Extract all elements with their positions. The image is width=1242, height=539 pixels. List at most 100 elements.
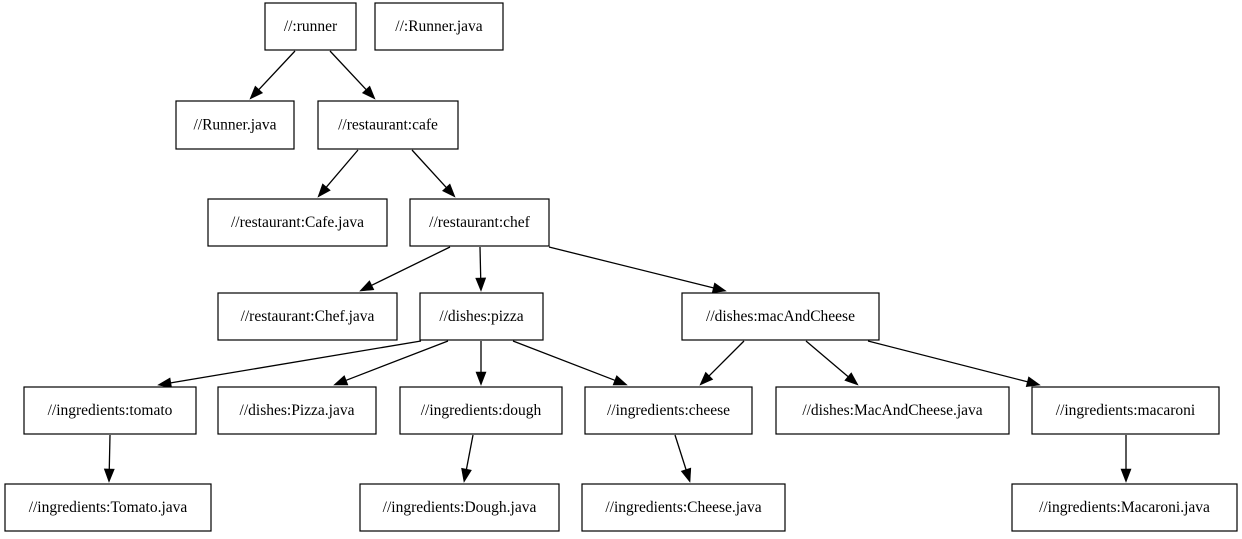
node-box[interactable] — [374, 2, 504, 51]
node-box[interactable] — [175, 100, 295, 150]
edge-dishes_pizza-to-ingredients_cheese — [512, 340, 628, 386]
graph-node-ingredients_tomato_java[interactable]: //ingredients:Tomato.java — [4, 483, 212, 532]
arrowhead-icon — [103, 468, 115, 483]
graph-node-dishes_macandcheese_java[interactable]: //dishes:MacAndCheese.java — [775, 386, 1010, 435]
edge-ingredients_cheese-to-ingredients_cheese_java — [674, 434, 692, 483]
graph-node-ingredients_dough[interactable]: //ingredients:dough — [399, 386, 563, 435]
edge-line — [867, 340, 1028, 383]
arrowhead-icon — [699, 371, 714, 386]
node-box[interactable] — [775, 386, 1010, 435]
graph-node-restaurant_cafe_java[interactable]: //restaurant:Cafe.java — [207, 198, 388, 247]
graph-node-root_runner_java[interactable]: //:Runner.java — [374, 2, 504, 51]
edge-runner-to-runner_java — [249, 50, 296, 100]
node-box[interactable] — [1031, 386, 1220, 435]
edge-line — [512, 340, 616, 381]
node-label: //:Runner.java — [395, 18, 483, 35]
node-label: //restaurant:cafe — [338, 117, 438, 134]
graph-node-restaurant_chef_java[interactable]: //restaurant:Chef.java — [217, 292, 398, 341]
edge-restaurant_cafe-to-restaurant_cafe_java — [317, 149, 359, 198]
arrowhead-icon — [359, 280, 375, 292]
nodes-layer: //:runner //:Runner.java //Runner.java //re… — [4, 2, 1238, 532]
graph-node-runner_java[interactable]: //Runner.java — [175, 100, 295, 150]
arrowhead-icon — [249, 85, 264, 100]
node-label: //ingredients:macaroni — [1056, 402, 1196, 419]
node-box[interactable] — [264, 2, 357, 51]
node-box[interactable] — [409, 198, 550, 247]
graph-node-restaurant_cafe[interactable]: //restaurant:cafe — [317, 100, 459, 150]
arrowhead-icon — [475, 371, 487, 386]
edge-line — [325, 149, 359, 188]
edge-ingredients_tomato-to-ingredients_tomato_java — [103, 434, 115, 483]
arrowhead-icon — [475, 277, 487, 292]
edge-line — [548, 246, 714, 289]
edge-line — [258, 50, 296, 90]
node-box[interactable] — [4, 483, 212, 532]
graph-node-ingredients_cheese[interactable]: //ingredients:cheese — [584, 386, 753, 435]
edge-line — [674, 434, 687, 470]
edge-line — [479, 246, 482, 279]
graph-node-dishes_macandcheese[interactable]: //dishes:macAndCheese — [681, 292, 880, 341]
arrowhead-icon — [317, 183, 331, 198]
graph-node-dishes_pizza_java[interactable]: //dishes:Pizza.java — [217, 386, 377, 435]
graph-node-dishes_pizza[interactable]: //dishes:pizza — [419, 292, 544, 341]
edge-restaurant_chef-to-dishes_pizza — [475, 246, 487, 292]
edge-line — [708, 340, 745, 377]
node-box[interactable] — [217, 386, 377, 435]
edge-line — [465, 434, 474, 470]
edge-line — [329, 50, 367, 90]
node-box[interactable] — [359, 483, 560, 532]
edge-dishes_pizza-to-ingredients_dough — [475, 341, 487, 386]
edge-line — [345, 340, 449, 381]
edge-line — [108, 434, 111, 470]
arrowhead-icon — [711, 282, 727, 294]
edges-layer — [103, 50, 1132, 483]
node-label: //Runner.java — [193, 117, 276, 134]
node-label: //restaurant:Cafe.java — [231, 214, 364, 231]
node-label: //restaurant:chef — [429, 214, 531, 231]
graph-node-ingredients_macaroni[interactable]: //ingredients:macaroni — [1031, 386, 1220, 435]
graph-node-ingredients_tomato[interactable]: //ingredients:tomato — [23, 386, 197, 435]
edge-dishes_macandcheese-to-ingredients_macaroni — [867, 340, 1041, 387]
arrowhead-icon — [361, 85, 376, 100]
node-box[interactable] — [681, 292, 880, 341]
node-box[interactable] — [584, 386, 753, 435]
arrowhead-icon — [157, 377, 173, 389]
arrowhead-icon — [333, 375, 349, 386]
graph-node-ingredients_dough_java[interactable]: //ingredients:Dough.java — [359, 483, 560, 532]
node-box[interactable] — [419, 292, 544, 341]
edge-line — [411, 149, 447, 188]
node-label: //ingredients:cheese — [607, 402, 730, 419]
graph-node-restaurant_chef[interactable]: //restaurant:chef — [409, 198, 550, 247]
arrowhead-icon — [844, 372, 859, 386]
edge-ingredients_macaroni-to-ingredients_macaroni_java — [1120, 435, 1132, 483]
arrowhead-icon — [442, 183, 456, 198]
graph-node-ingredients_cheese_java[interactable]: //ingredients:Cheese.java — [581, 483, 786, 532]
node-label: //restaurant:Chef.java — [241, 308, 375, 325]
node-label: //dishes:pizza — [439, 308, 523, 325]
node-label: //:runner — [284, 18, 338, 35]
edge-restaurant_chef-to-restaurant_chef_java — [359, 246, 451, 292]
arrowhead-icon — [1120, 468, 1132, 483]
node-box[interactable] — [23, 386, 197, 435]
node-box[interactable] — [217, 292, 398, 341]
node-box[interactable] — [317, 100, 459, 150]
node-label: //ingredients:dough — [421, 402, 542, 419]
arrowhead-icon — [680, 467, 692, 483]
node-box[interactable] — [581, 483, 786, 532]
node-box[interactable] — [1011, 483, 1238, 532]
arrowhead-icon — [612, 375, 628, 386]
edge-dishes_pizza-to-ingredients_tomato — [157, 340, 422, 389]
graph-node-ingredients_macaroni_java[interactable]: //ingredients:Macaroni.java — [1011, 483, 1238, 532]
graph-node-runner[interactable]: //:runner — [264, 2, 357, 51]
arrowhead-icon — [1025, 376, 1041, 387]
node-box[interactable] — [207, 198, 388, 247]
edge-line — [371, 246, 451, 286]
node-label: //ingredients:Tomato.java — [29, 499, 188, 516]
edge-ingredients_dough-to-ingredients_dough_java — [461, 434, 474, 483]
edge-dishes_macandcheese-to-dishes_macandcheese_java — [805, 340, 859, 386]
edge-line — [170, 340, 422, 384]
node-label: //ingredients:tomato — [48, 402, 173, 419]
node-box[interactable] — [399, 386, 563, 435]
